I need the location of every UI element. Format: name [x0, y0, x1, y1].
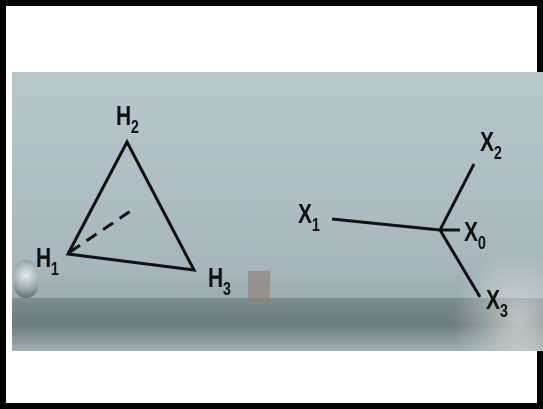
- label-x3-sub: 3: [499, 301, 508, 321]
- nameplate-photo: H2 H1 H3 X1 X2 X0 X3: [12, 72, 543, 351]
- delta-dashed-line: [69, 208, 133, 254]
- screw-head: [14, 260, 38, 298]
- label-h2-letter: H: [116, 100, 131, 131]
- label-h3: H3: [208, 262, 231, 299]
- label-h3-letter: H: [208, 262, 223, 293]
- wye-leg-x1: [331, 217, 441, 232]
- label-x2-sub: 2: [493, 143, 502, 163]
- label-x0-sub: 0: [477, 233, 486, 253]
- label-x2: X2: [480, 126, 502, 163]
- light-glare: [452, 252, 543, 351]
- label-h3-sub: 3: [223, 279, 231, 299]
- label-x0: X0: [464, 216, 486, 253]
- label-x3: X3: [486, 284, 508, 321]
- delta-triangle: [65, 138, 197, 272]
- label-h1-sub: 1: [51, 259, 59, 279]
- label-x2-letter: X: [480, 126, 494, 157]
- wye-leg-x3: [438, 229, 482, 298]
- label-x1: X1: [298, 198, 320, 235]
- label-x3-letter: X: [486, 284, 500, 315]
- label-h1: H1: [36, 242, 59, 279]
- label-h2: H2: [116, 100, 139, 137]
- label-h1-letter: H: [36, 242, 51, 273]
- label-h2-sub: 2: [131, 117, 139, 137]
- label-x1-sub: 1: [311, 215, 320, 235]
- residue-mark: [248, 271, 270, 301]
- winding-diagram: [65, 138, 482, 298]
- label-x1-letter: X: [298, 198, 312, 229]
- label-x0-letter: X: [464, 216, 478, 247]
- wye-leg-x2: [438, 163, 476, 231]
